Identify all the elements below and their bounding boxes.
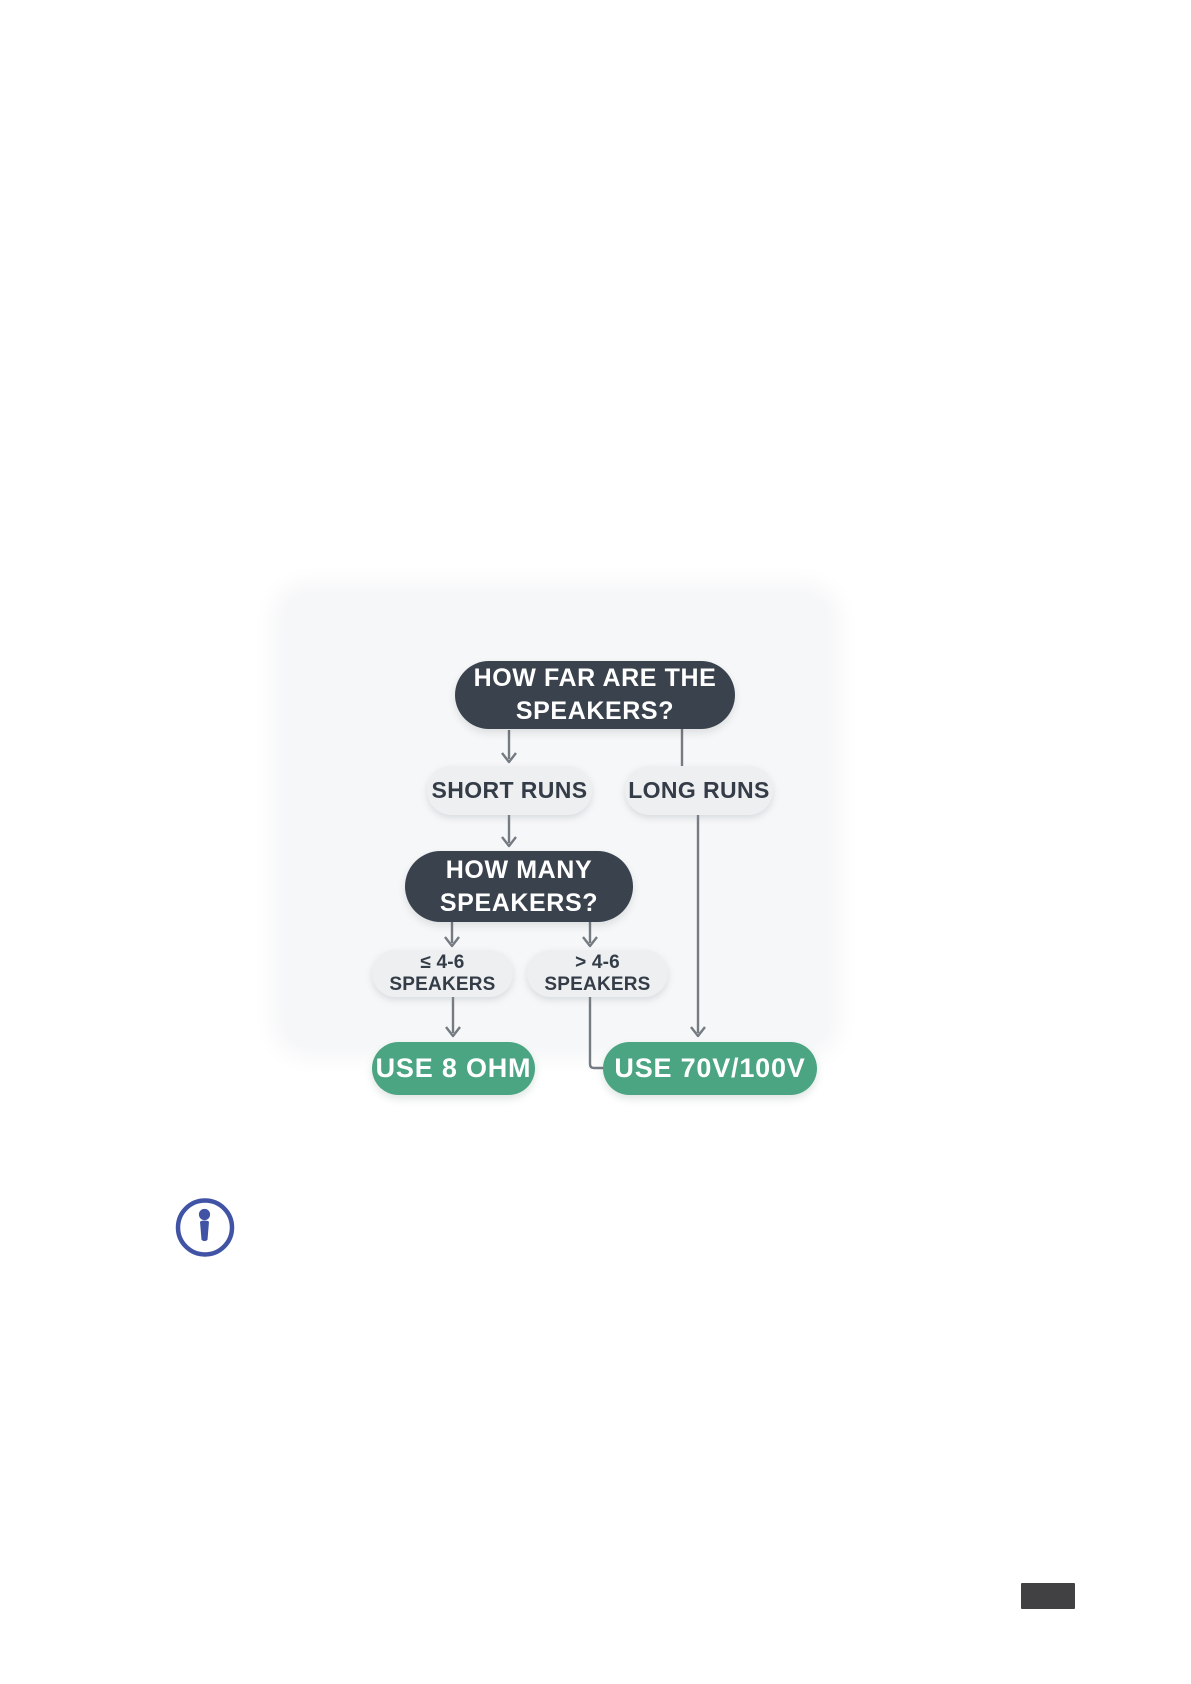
flowchart-node-many-speakers: > 4-6 SPEAKERS (527, 950, 668, 997)
flowchart-node-use-8ohm: USE 8 OHM (372, 1042, 535, 1095)
flowchart-node-question-distance: HOW FAR ARE THE SPEAKERS? (455, 661, 735, 729)
info-icon (172, 1193, 240, 1261)
flowchart-node-short-runs: SHORT RUNS (427, 766, 592, 815)
page-number-badge (1021, 1583, 1075, 1609)
flowchart-node-long-runs: LONG RUNS (625, 766, 773, 815)
flowchart-node-few-speakers: ≤ 4-6 SPEAKERS (372, 950, 513, 997)
flowchart-node-use-70v-100v: USE 70V/100V (603, 1042, 817, 1095)
flowchart-node-question-count: HOW MANY SPEAKERS? (405, 851, 633, 922)
